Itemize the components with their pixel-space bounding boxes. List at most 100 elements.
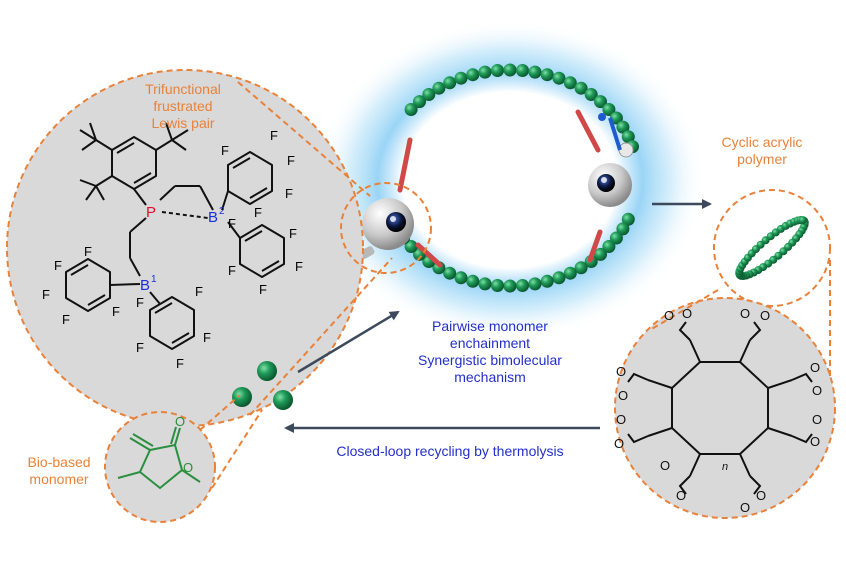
- monomer-zoom-circle: [104, 411, 216, 523]
- atom-B2: B: [208, 209, 218, 226]
- atom-O: O: [682, 306, 692, 321]
- atom-O: O: [810, 434, 820, 449]
- polymer-bead: [540, 274, 554, 288]
- atom-F: F: [54, 258, 62, 273]
- label-line: frustrated: [153, 98, 213, 114]
- polymer-bead: [443, 266, 457, 280]
- polymer-bead: [609, 111, 623, 125]
- atom-F: F: [42, 287, 50, 302]
- atom-O: O: [616, 364, 626, 379]
- label-line: polymer: [737, 151, 787, 167]
- polymer-bead: [454, 71, 468, 85]
- atom-F: F: [136, 295, 144, 310]
- arrow-to-ring: [297, 310, 400, 374]
- polymer-bead: [478, 277, 492, 291]
- label-mechanism: Pairwise monomer enchainment Synergistic…: [405, 318, 575, 386]
- polymer-bead: [621, 130, 635, 144]
- zoom-line-right: [649, 289, 719, 331]
- label-line: Trifunctional: [145, 81, 221, 97]
- monomer-bead: [273, 390, 293, 410]
- polymer-bead: [602, 240, 616, 253]
- atom-F: F: [136, 340, 144, 355]
- label-line: Lewis pair: [151, 115, 215, 131]
- polymer-bead: [584, 88, 598, 101]
- atom-O: O: [812, 383, 822, 398]
- catalyst-zoom-circle: [340, 182, 432, 274]
- atom-P: P: [146, 204, 156, 221]
- polymer-bead: [404, 103, 418, 116]
- atom-F: F: [221, 143, 229, 158]
- label-line: enchainment: [449, 335, 531, 351]
- polymer-bead: [503, 63, 517, 77]
- flp-atom-labels: P B 2 B 1 F F F F F F F F F F F F F F F …: [42, 128, 303, 371]
- atom-F: F: [259, 282, 267, 297]
- polymer-bead: [552, 271, 566, 285]
- polymer-bead: [594, 247, 607, 261]
- atom-F: F: [285, 186, 293, 201]
- polymer-bead: [466, 68, 480, 82]
- atom-O: O: [756, 488, 766, 503]
- atom-O: O: [812, 412, 822, 427]
- flp-structure: [65, 122, 285, 350]
- label-recycling: Closed-loop recycling by thermolysis: [336, 443, 564, 459]
- zoom-line-top: [237, 81, 371, 197]
- atom-B1: B: [140, 277, 150, 294]
- polymer-bead: [602, 103, 616, 116]
- atom-F: F: [84, 244, 92, 259]
- polymer-bead: [574, 261, 588, 275]
- atom-O: O: [676, 488, 686, 503]
- polymer-bead: [466, 274, 480, 288]
- polymer-bead: [798, 216, 807, 225]
- polymer-bead: [594, 95, 607, 109]
- label-line: mechanism: [454, 369, 526, 385]
- atom-O: O: [810, 360, 820, 375]
- cyclic-polymer-zoom-circle: [713, 189, 831, 307]
- atom-O: O: [616, 412, 626, 427]
- polymer-bead: [491, 279, 504, 292]
- label-trifunctional-flp: Trifunctional frustrated Lewis pair: [118, 81, 248, 132]
- atom-F: F: [195, 284, 203, 299]
- atom-O: O: [760, 308, 770, 323]
- atom-F: F: [254, 205, 262, 220]
- polymer-bead: [491, 64, 504, 77]
- polymer-bead: [404, 240, 418, 253]
- atom-O: O: [740, 500, 750, 515]
- polymer-bead: [563, 266, 577, 280]
- atom-F: F: [203, 330, 211, 345]
- label-line: Bio-based: [27, 454, 91, 470]
- atom-F: F: [176, 356, 184, 371]
- atom-F: F: [295, 259, 303, 274]
- atom-B2-superscript: 2: [219, 206, 225, 217]
- polymer-bead: [574, 81, 588, 95]
- atom-F: F: [228, 216, 236, 231]
- atom-F: F: [289, 226, 297, 241]
- monomer-bead: [232, 387, 252, 407]
- polymer-bead: [540, 68, 554, 82]
- flp-zoom-circle: [6, 69, 364, 427]
- polymer-bead: [621, 212, 635, 226]
- atom-F: F: [287, 153, 295, 168]
- linker-segment: [587, 229, 603, 263]
- polymer-bead: [454, 271, 468, 285]
- linker-segment: [575, 109, 601, 153]
- polymer-bead: [516, 279, 529, 292]
- catalyst-sphere-right: [588, 113, 634, 207]
- zoom-line-bottom: [249, 257, 393, 416]
- polymer-bead: [478, 65, 492, 79]
- label-cyclic-polymer: Cyclic acrylic polymer: [702, 134, 822, 168]
- atom-F: F: [228, 263, 236, 278]
- ring-glow: [315, 20, 705, 340]
- polymer-bead: [516, 64, 529, 77]
- label-line: Synergistic bimolecular: [418, 352, 562, 368]
- polymer-bead: [616, 222, 630, 236]
- monomer-structure: [117, 426, 201, 490]
- monomer-atom-O: O: [175, 414, 185, 429]
- polymer-bead: [443, 76, 457, 90]
- monomer-bead: [257, 361, 277, 381]
- atom-O: O: [614, 436, 624, 451]
- label-line: monomer: [29, 471, 89, 487]
- polymer-bead: [616, 120, 630, 134]
- repeat-unit-n: n: [722, 461, 728, 473]
- polymer-bead: [528, 65, 542, 79]
